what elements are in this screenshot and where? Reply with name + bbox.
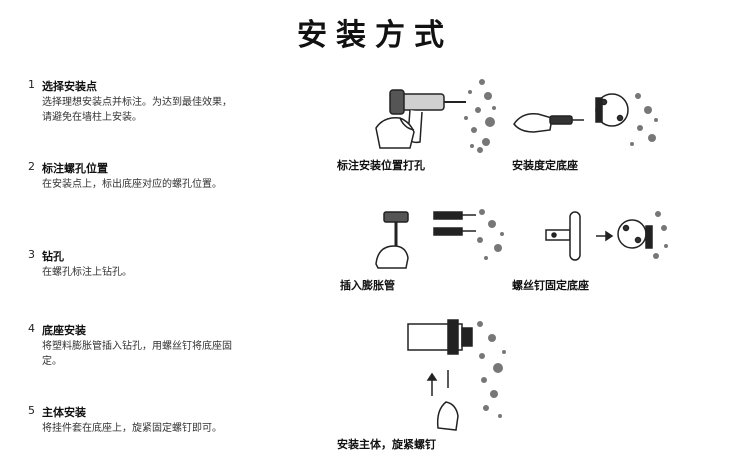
step-description: 将塑料膨胀管插入钻孔，用螺丝钉将底座固定。 xyxy=(42,341,232,367)
caption-screw-base: 螺丝钉固定底座 xyxy=(512,279,589,292)
step-heading: 主体安装 xyxy=(42,406,86,419)
anchor-illustration xyxy=(375,209,504,269)
step-description: 在螺孔标注上钻孔。 xyxy=(42,267,132,278)
step-number: 3 xyxy=(28,248,35,261)
caption-drill: 标注安装位置打孔 xyxy=(337,159,425,172)
base-illustration xyxy=(513,93,658,146)
step-number: 2 xyxy=(28,160,35,173)
caption-body-mount: 安装主体，旋紧螺钉 xyxy=(337,438,436,451)
drill-illustration xyxy=(375,79,496,153)
body-mount-illustration xyxy=(407,319,506,431)
step-number: 4 xyxy=(28,322,35,335)
screw-base-illustration xyxy=(545,211,668,261)
step-heading: 标注螺孔位置 xyxy=(42,162,108,175)
step-heading: 底座安装 xyxy=(42,324,86,337)
step-heading: 选择安装点 xyxy=(42,80,97,93)
step-heading: 钻孔 xyxy=(42,250,64,263)
step-description: 将挂件套在底座上，旋紧固定螺钉即可。 xyxy=(42,423,222,434)
step-number: 5 xyxy=(28,404,35,417)
caption-base: 安装度定底座 xyxy=(512,159,578,172)
step-number: 1 xyxy=(28,78,35,91)
caption-anchor: 插入膨胀管 xyxy=(340,279,395,292)
step-description: 选择理想安装点并标注。为达到最佳效果，请避免在墙柱上安装。 xyxy=(42,97,232,123)
page-title: 安装方式 xyxy=(297,18,453,53)
step-description: 在安装点上，标出底座对应的螺孔位置。 xyxy=(42,179,222,190)
